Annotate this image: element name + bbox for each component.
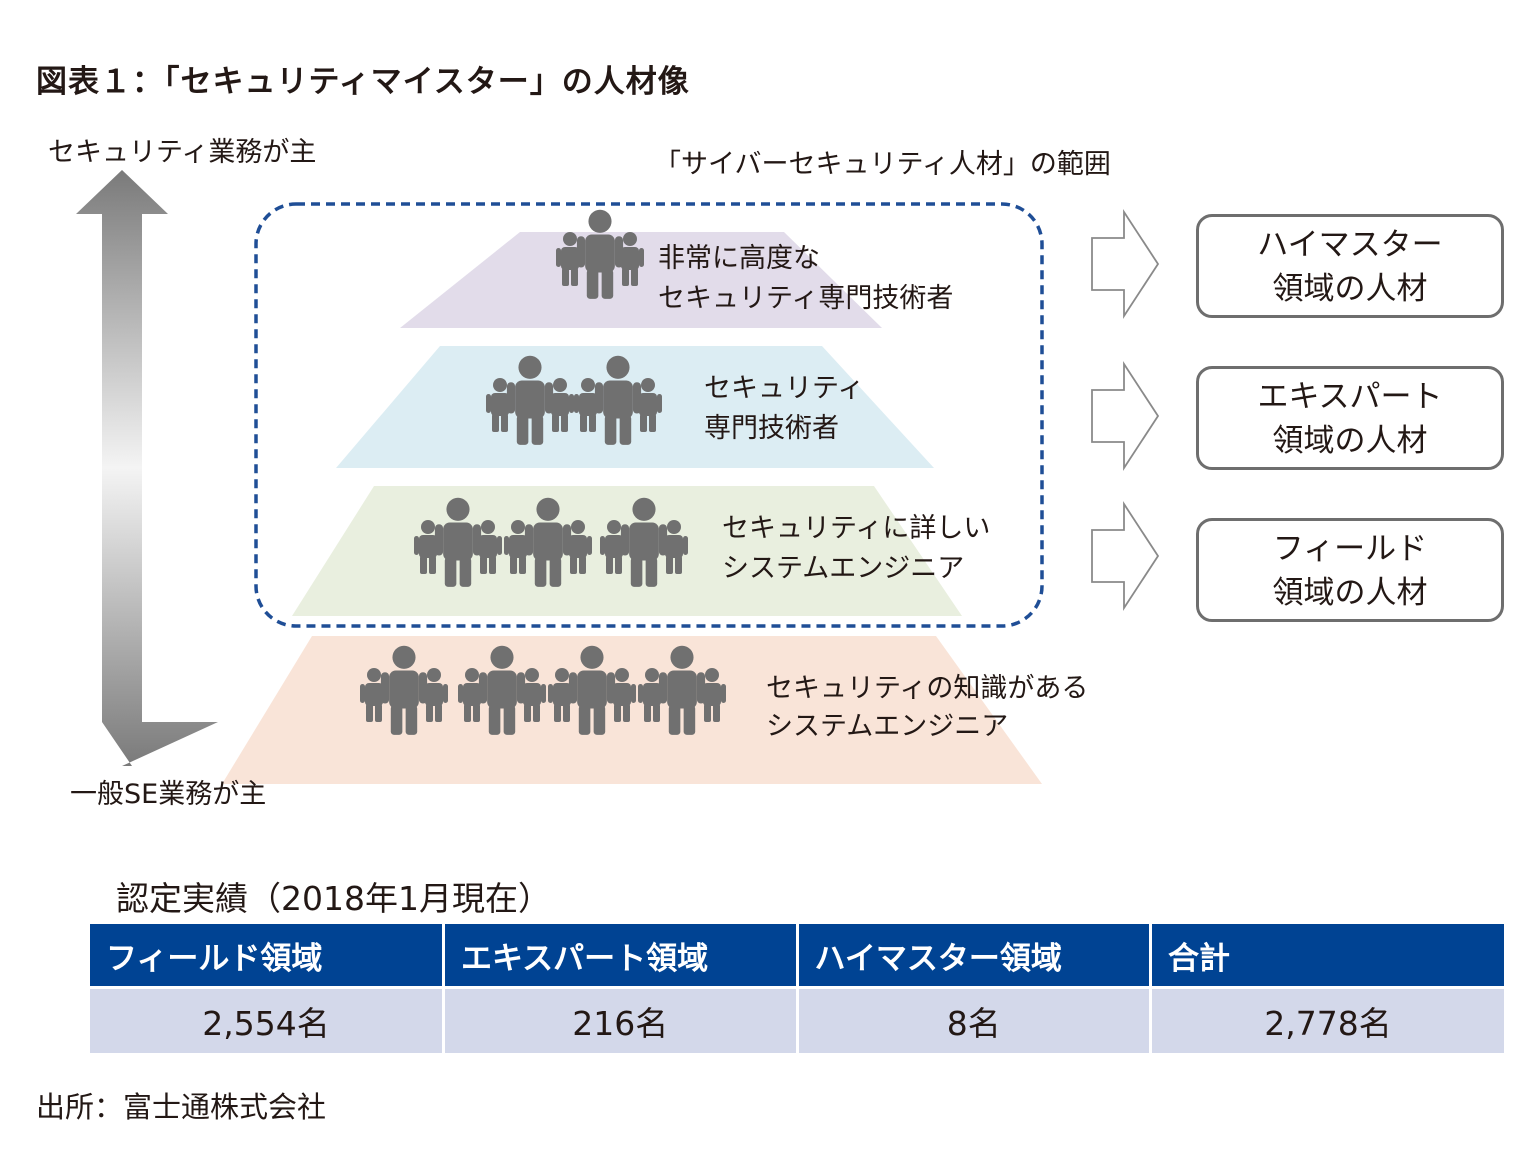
domain-box-field: フィールド 領域の人材 <box>1196 518 1504 622</box>
domain-box-line2: 領域の人材 <box>1272 271 1428 307</box>
level-1-text-line1: 非常に高度な <box>658 243 820 274</box>
domain-box-line2: 領域の人材 <box>1272 575 1428 611</box>
right-arrow-2 <box>1091 360 1160 472</box>
source-note: 出所：富士通株式会社 <box>36 1090 327 1124</box>
level-3-text-line1: セキュリティに詳しい <box>722 513 991 544</box>
right-arrow-3 <box>1091 500 1160 612</box>
level-2-text-line2: 専門技術者 <box>704 413 839 444</box>
cyber-scope-dashed-box <box>254 202 1044 628</box>
pyramid-level-4 <box>222 636 1042 784</box>
level-4-text-line1: セキュリティの知識がある <box>766 673 1089 704</box>
pyramid-level-1 <box>400 232 882 328</box>
level-4-text-line2: システムエンジニア <box>766 711 1009 742</box>
level-2-text-line1: セキュリティ <box>704 373 865 404</box>
pyramid-diagram <box>76 170 1160 784</box>
axis-top-label: セキュリティ業務が主 <box>48 137 317 168</box>
table-cell-himaster: 8名 <box>797 986 1152 1053</box>
axis-bottom-label: 一般SE業務が主 <box>70 779 267 810</box>
level-1-text-line2: セキュリティ専門技術者 <box>658 283 954 314</box>
right-arrow-1 <box>1091 208 1160 320</box>
domain-box-line2: 領域の人材 <box>1272 423 1428 459</box>
domain-box-line1: フィールド <box>1272 531 1428 567</box>
certification-table: フィールド領域 エキスパート領域 ハイマスター領域 合計 2,554名 216名… <box>90 924 1504 1053</box>
figure-title: 図表１：「セキュリティマイスター」の人材像 <box>36 64 690 100</box>
table-header-expert: エキスパート領域 <box>443 924 799 988</box>
table-cell-expert: 216名 <box>443 986 799 1053</box>
table-caption: 認定実績（2018年1月現在） <box>116 879 551 918</box>
table-header-row: フィールド領域 エキスパート領域 ハイマスター領域 合計 <box>90 924 1504 988</box>
level-3-text-line2: システムエンジニア <box>722 553 965 584</box>
domain-box-line1: ハイマスター <box>1257 227 1443 263</box>
table-header-himaster: ハイマスター領域 <box>797 924 1152 988</box>
table-cell-total: 2,778名 <box>1150 986 1504 1053</box>
scope-label: 「サイバーセキュリティ人材」の範囲 <box>654 149 1111 180</box>
vertical-double-arrow <box>76 170 218 766</box>
domain-box-himaster: ハイマスター 領域の人材 <box>1196 214 1504 318</box>
domain-box-expert: エキスパート 領域の人材 <box>1196 366 1504 470</box>
table-row: 2,554名 216名 8名 2,778名 <box>90 986 1504 1053</box>
table-cell-field: 2,554名 <box>90 986 445 1053</box>
domain-box-line1: エキスパート <box>1257 379 1443 415</box>
table-header-field: フィールド領域 <box>90 924 445 988</box>
table-header-total: 合計 <box>1150 924 1504 988</box>
